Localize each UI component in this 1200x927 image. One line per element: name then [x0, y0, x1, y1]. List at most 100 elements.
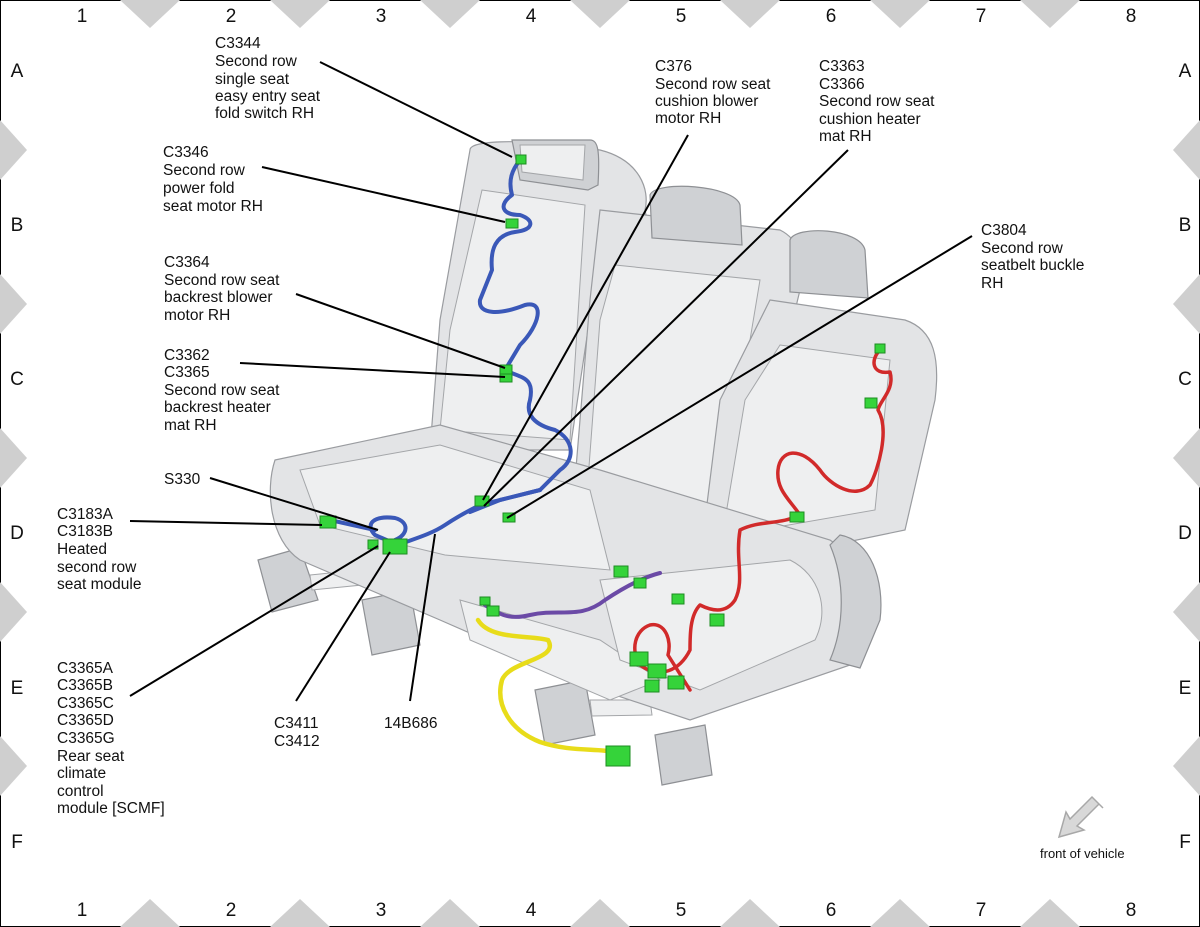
connector-red-lower	[709, 613, 725, 627]
callout-c3344-line-0: C3344	[215, 35, 261, 52]
callout-c3362-line-0: C3362	[164, 347, 210, 364]
callout-c3365-line-1: C3365B	[57, 677, 113, 694]
grid-col-4-bottom: 4	[526, 900, 537, 921]
grid-col-5-bottom: 5	[676, 900, 687, 921]
right-headrest	[789, 230, 869, 299]
callout-c3365-line-7: control	[57, 783, 104, 800]
callout-c3344: C3344 Second row single seat easy entry …	[215, 35, 321, 122]
grid-col-1-bottom: 1	[77, 900, 88, 921]
callout-c3362-line-4: mat RH	[164, 417, 217, 434]
grid-row-d: D	[10, 523, 24, 544]
leader-c3346	[261, 166, 506, 223]
leader-c3411	[295, 551, 391, 702]
callout-c3344-line-2: single seat	[215, 71, 290, 88]
connector-red-cluster-2	[647, 663, 667, 679]
leader-c3364	[295, 293, 506, 369]
callout-c3804-line-1: Second row	[981, 240, 1064, 257]
callout-s330-line-0: S330	[164, 471, 201, 488]
leader-c3804	[506, 235, 973, 519]
grid-col-3: 3	[376, 6, 387, 27]
callout-c3183-line-2: Heated	[57, 541, 107, 558]
callout-c3804-line-3: RH	[981, 275, 1003, 292]
callout-c3363-line-4: mat RH	[819, 128, 872, 145]
callout-c3183-line-1: C3183B	[57, 523, 113, 540]
grid-col-8: 8	[1126, 6, 1137, 27]
connector-c3365	[382, 538, 408, 555]
callout-c3365-line-4: C3365G	[57, 730, 115, 747]
callout-c3804-line-2: seatbelt buckle	[981, 257, 1084, 274]
callout-c3364-line-2: backrest blower	[164, 289, 273, 306]
grid-row-b-right: B	[1179, 215, 1192, 236]
connector-red-upper	[864, 397, 878, 409]
grid-col-3-bottom: 3	[376, 900, 387, 921]
callout-c3363: C3363 C3366 Second row seat cushion heat…	[819, 58, 935, 145]
grid-column-labels-bottom: 1 2 3 4 5 6 7 8	[77, 900, 1137, 921]
callout-c3362: C3362 C3365 Second row seat backrest hea…	[164, 347, 280, 434]
callout-c3344-line-3: easy entry seat	[215, 88, 321, 105]
leader-s330	[209, 477, 379, 531]
center-headrest	[649, 185, 743, 246]
connector-red-cluster-4	[667, 675, 685, 690]
callout-c376-line-0: C376	[655, 58, 692, 75]
callout-c3365-line-3: C3365D	[57, 712, 114, 729]
callout-c3365-line-0: C3365A	[57, 660, 114, 677]
connector-c3183	[319, 515, 337, 529]
grid-row-e-right: E	[1179, 678, 1192, 699]
grid-col-2-bottom: 2	[226, 900, 237, 921]
connector-yellow-end	[605, 745, 631, 767]
callout-c3346-line-0: C3346	[163, 144, 209, 161]
callout-c3344-line-1: Second row	[215, 53, 298, 70]
callout-c3365-line-5: Rear seat	[57, 748, 125, 765]
callout-c3365: C3365A C3365B C3365C C3365D C3365G Rear …	[57, 660, 165, 817]
callout-c3183-line-4: seat module	[57, 576, 141, 593]
callout-c3411-line-0: C3411	[274, 715, 319, 732]
front-of-vehicle-label: front of vehicle	[1040, 846, 1125, 861]
connector-purple-start	[479, 596, 491, 606]
grid-markers-right	[1173, 120, 1200, 796]
grid-col-2: 2	[226, 6, 237, 27]
connector-red-cluster-3	[644, 679, 660, 693]
callout-c3804-line-0: C3804	[981, 222, 1027, 239]
callout-c3411: C3411 C3412	[274, 715, 320, 750]
connector-purple-end	[613, 565, 629, 578]
callout-c3183-line-0: C3183A	[57, 506, 114, 523]
grid-col-6: 6	[826, 6, 837, 27]
grid-row-c: C	[10, 369, 24, 390]
callout-c3365-line-6: climate	[57, 765, 106, 782]
callout-c3365-line-8: module [SCMF]	[57, 800, 165, 817]
callout-c3362-line-2: Second row seat	[164, 382, 280, 399]
grid-markers-bottom	[120, 899, 1080, 927]
grid-col-6-bottom: 6	[826, 900, 837, 921]
front-of-vehicle-indicator: front of vehicle	[1040, 795, 1125, 861]
callout-c376-line-1: Second row seat	[655, 76, 771, 93]
grid-row-f-right: F	[1179, 832, 1191, 853]
grid-row-f: F	[11, 832, 23, 853]
callout-c3364-line-3: motor RH	[164, 307, 230, 324]
grid-col-1: 1	[77, 6, 88, 27]
callout-c3183: C3183A C3183B Heated second row seat mod…	[57, 506, 141, 593]
connector-c3346	[505, 218, 519, 229]
callout-c3411-line-1: C3412	[274, 733, 320, 750]
grid-row-labels-right: A B C D E F	[1178, 61, 1192, 853]
callout-c3364-line-1: Second row seat	[164, 272, 280, 289]
grid-col-7-bottom: 7	[976, 900, 987, 921]
callout-c3364: C3364 Second row seat backrest blower mo…	[164, 254, 280, 324]
leader-c3365	[129, 545, 379, 697]
callout-c3363-line-2: Second row seat	[819, 93, 935, 110]
seat-rails	[257, 547, 713, 786]
connector-cushion	[671, 593, 685, 605]
callout-c3363-line-3: cushion heater	[819, 111, 921, 128]
callout-c3365-line-2: C3365C	[57, 695, 114, 712]
callout-c3364-line-0: C3364	[164, 254, 210, 271]
red-harness	[633, 348, 893, 692]
grid-row-a: A	[11, 61, 24, 82]
right-seat-side-trim	[829, 534, 882, 669]
grid-markers-top	[120, 0, 1080, 28]
callout-c3346-line-1: Second row	[163, 162, 246, 179]
callout-c3804: C3804 Second row seatbelt buckle RH	[981, 222, 1084, 292]
callout-c3346-line-2: power fold	[163, 180, 235, 197]
connector-yellow-start	[486, 605, 500, 617]
grid-column-labels-top: 1 2 3 4 5 6 7 8	[77, 6, 1137, 27]
callout-c3362-line-1: C3365	[164, 364, 210, 381]
